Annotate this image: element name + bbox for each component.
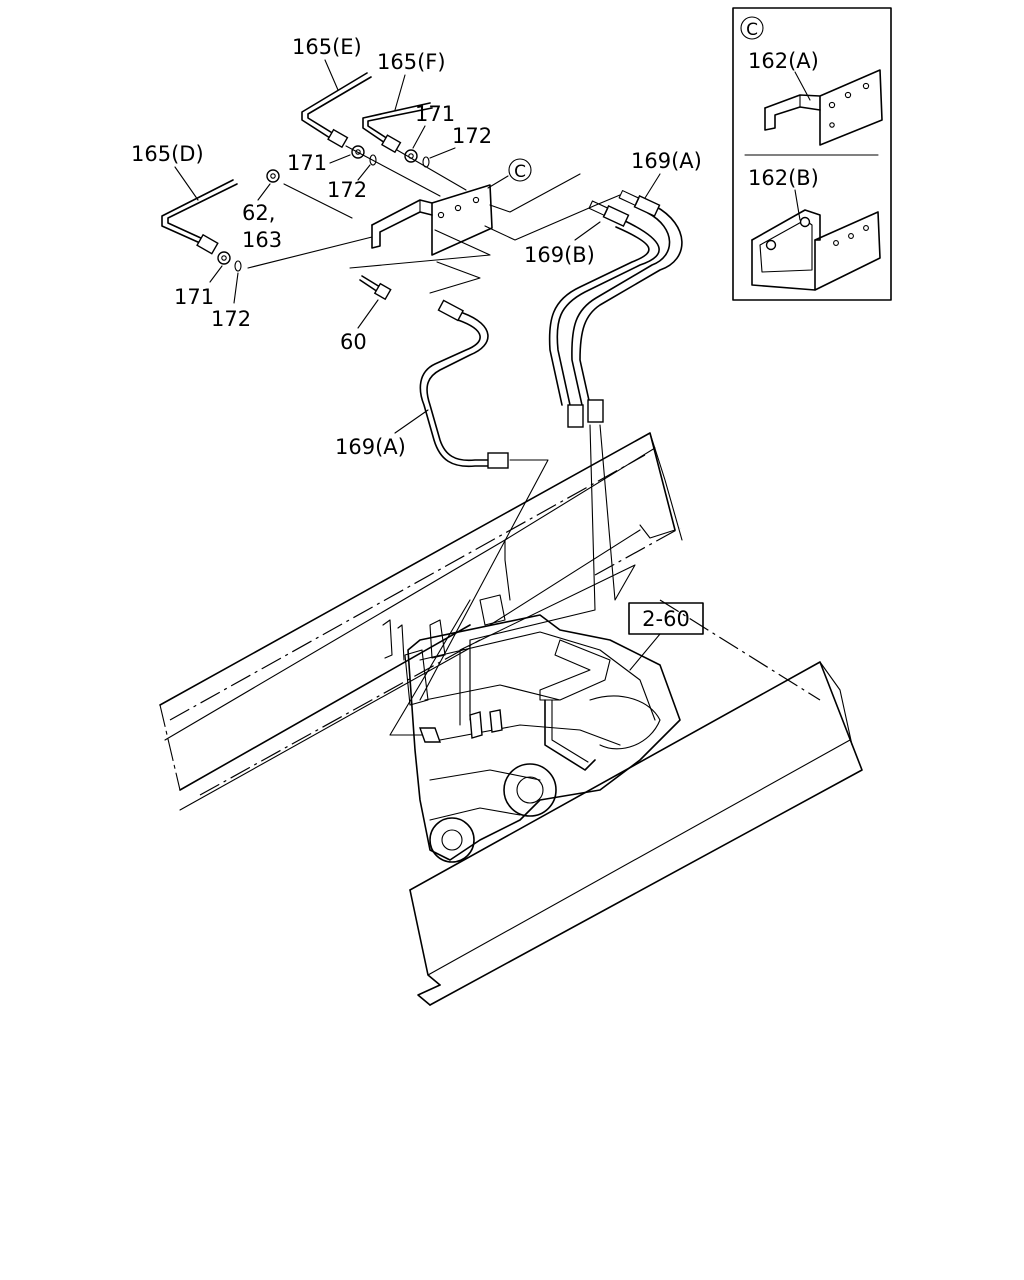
label-172-top: 172 (452, 124, 492, 148)
label-165d: 165(D) (131, 142, 204, 166)
inset-circle-marker (740, 16, 764, 40)
label-163: 163 (242, 228, 282, 252)
reference-2-60: 2-60 (628, 602, 704, 671)
inset-frame (732, 7, 892, 301)
assembly-guides (247, 145, 621, 294)
frame-rail-upper (159, 432, 683, 811)
reference-box (628, 602, 704, 635)
engine-block (382, 594, 681, 863)
callouts: 165(E) 165(F) 165(D) 171 172 171 172 62,… (131, 35, 702, 459)
label-171-top: 171 (415, 102, 455, 126)
label-171-low: 171 (174, 285, 214, 309)
bracket-assembly: C (371, 158, 532, 256)
centerlines (169, 454, 821, 796)
label-165e: 165(E) (292, 35, 362, 59)
label-162a: 162(A) (748, 49, 819, 73)
pipe-165e (301, 72, 372, 149)
hose-169b (548, 200, 660, 428)
label-165f: 165(F) (377, 50, 446, 74)
label-171-mid: 171 (287, 151, 327, 175)
label-172-mid: 172 (327, 178, 367, 202)
pipe-165d (161, 179, 238, 255)
label-2-60: 2-60 (642, 607, 690, 631)
detail-c-circle (508, 158, 532, 182)
label-162b: 162(B) (748, 166, 819, 190)
inset-marker-label: C (746, 20, 758, 40)
hose-169a-lower (419, 299, 509, 469)
label-62: 62, (242, 201, 275, 225)
detail-c-inset: C 162(A) 162(B) (732, 7, 892, 301)
bracket-162a (764, 69, 883, 146)
label-169b: 169(B) (524, 243, 595, 267)
leader-162b (794, 189, 801, 221)
label-60: 60 (340, 330, 367, 354)
pipe-165f (362, 102, 433, 154)
hose-routing (389, 424, 636, 736)
label-169a-top: 169(A) (631, 149, 702, 173)
label-169a-mid: 169(A) (335, 435, 406, 459)
bracket-162b (751, 209, 881, 291)
frame-rail-lower (409, 661, 863, 1006)
bolt-60 (359, 275, 392, 301)
detail-c-label: C (514, 162, 526, 182)
hose-169a-upper (571, 190, 683, 423)
label-172-low: 172 (211, 307, 251, 331)
